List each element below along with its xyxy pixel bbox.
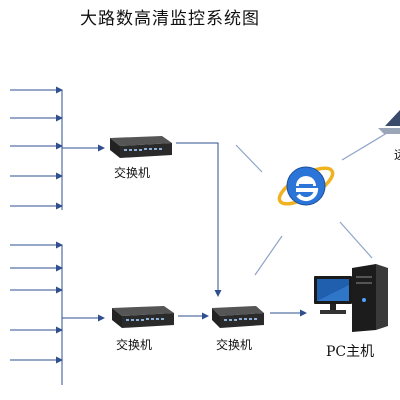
internet-to-remote-line bbox=[341, 129, 393, 161]
switch-bottom-right bbox=[212, 306, 264, 328]
network-switch-icon bbox=[110, 136, 172, 158]
top-switch-to-core-line bbox=[176, 142, 222, 297]
core-to-internet-line bbox=[254, 235, 283, 276]
switch-to-internet-line bbox=[235, 144, 263, 173]
switch-bottom-left bbox=[112, 306, 174, 328]
laptop-icon bbox=[378, 110, 400, 134]
internet-to-pc-line bbox=[339, 221, 373, 259]
network-switch-icon bbox=[212, 306, 264, 328]
switch-top bbox=[110, 136, 172, 158]
upper-camera-inputs bbox=[10, 86, 105, 210]
switch-bottom-right-label: 交换机 bbox=[216, 338, 253, 352]
network-switch-icon bbox=[112, 306, 174, 328]
remote-label-partial: 远 bbox=[394, 146, 400, 163]
switch-connectors bbox=[176, 142, 307, 320]
internet-links bbox=[235, 129, 393, 276]
pc-label: PC主机 bbox=[326, 344, 375, 360]
lower-camera-inputs bbox=[10, 241, 105, 385]
switch-bottom-left-label: 交换机 bbox=[116, 338, 153, 352]
diagram-title: 大路数高清监控系统图 bbox=[80, 9, 260, 29]
switch-top-label: 交换机 bbox=[114, 166, 151, 180]
desktop-pc-icon bbox=[314, 264, 388, 332]
internet-explorer-icon bbox=[277, 166, 335, 206]
